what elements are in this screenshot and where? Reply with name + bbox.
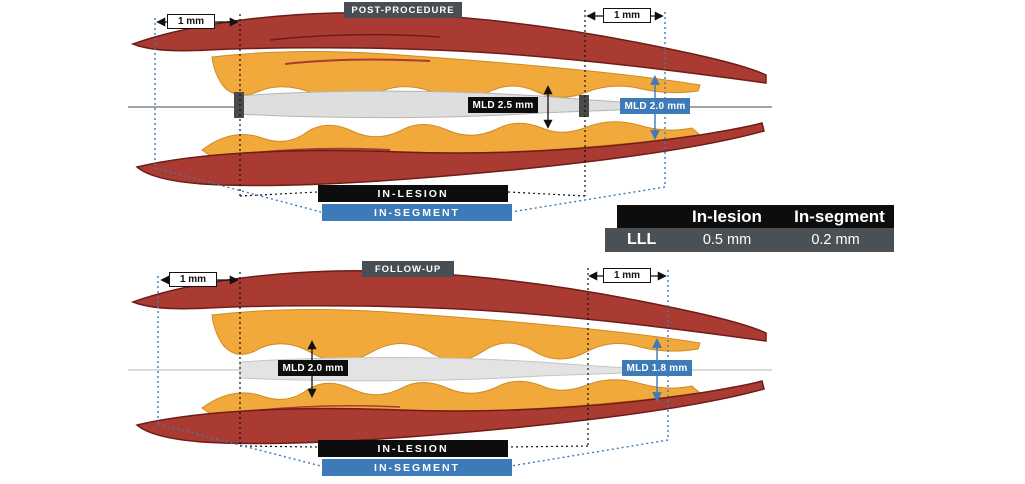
post-bottom-wall	[135, 122, 765, 187]
followup-in-segment-bar: IN-SEGMENT	[322, 459, 512, 476]
lll-in-segment-value: 0.2 mm	[811, 232, 860, 248]
followup-top-plaque	[211, 308, 701, 362]
followup-1mm-label-right: 1 mm	[603, 268, 651, 283]
followup-bottom-wall	[135, 380, 765, 445]
post-stent-marker-right	[579, 95, 589, 117]
post-top-plaque-streak	[284, 58, 431, 65]
post-lesion-boundaries	[239, 10, 586, 197]
post-lumen	[237, 90, 663, 119]
lll-table-header: In-lesion In-segment	[617, 205, 894, 228]
post-mld-in-lesion-label: MLD 2.5 mm	[468, 97, 538, 113]
post-top-wall	[130, 12, 767, 84]
post-in-segment-bar: IN-SEGMENT	[322, 204, 512, 221]
followup-lesion-boundaries	[239, 268, 589, 448]
post-procedure-vessel-illustration	[128, 10, 772, 213]
post-1mm-label-left: 1 mm	[167, 14, 215, 29]
lll-table-row: LLL 0.5 mm 0.2 mm	[605, 228, 894, 252]
followup-mld-in-lesion-label: MLD 2.0 mm	[278, 360, 348, 376]
lll-in-lesion-value: 0.5 mm	[702, 232, 752, 248]
post-top-wall-streak	[269, 33, 441, 41]
post-mld-in-segment-label: MLD 2.0 mm	[620, 98, 690, 114]
lll-table-col-in-segment: In-segment	[794, 206, 885, 226]
followup-segment-boundaries	[157, 270, 669, 467]
lll-row-label: LLL	[627, 231, 657, 248]
post-segment-boundaries	[154, 12, 666, 213]
followup-top-wall	[130, 270, 767, 342]
post-1mm-label-right: 1 mm	[603, 8, 651, 23]
post-stent-marker-left	[234, 92, 244, 118]
post-procedure-title: POST-PROCEDURE	[344, 2, 462, 18]
post-in-lesion-bar: IN-LESION	[318, 185, 508, 202]
follow-up-title: FOLLOW-UP	[362, 261, 454, 277]
followup-mld-in-segment-label: MLD 1.8 mm	[622, 360, 692, 376]
lll-table-col-in-lesion: In-lesion	[692, 206, 762, 226]
followup-1mm-label-left: 1 mm	[169, 272, 217, 287]
followup-in-lesion-bar: IN-LESION	[318, 440, 508, 457]
